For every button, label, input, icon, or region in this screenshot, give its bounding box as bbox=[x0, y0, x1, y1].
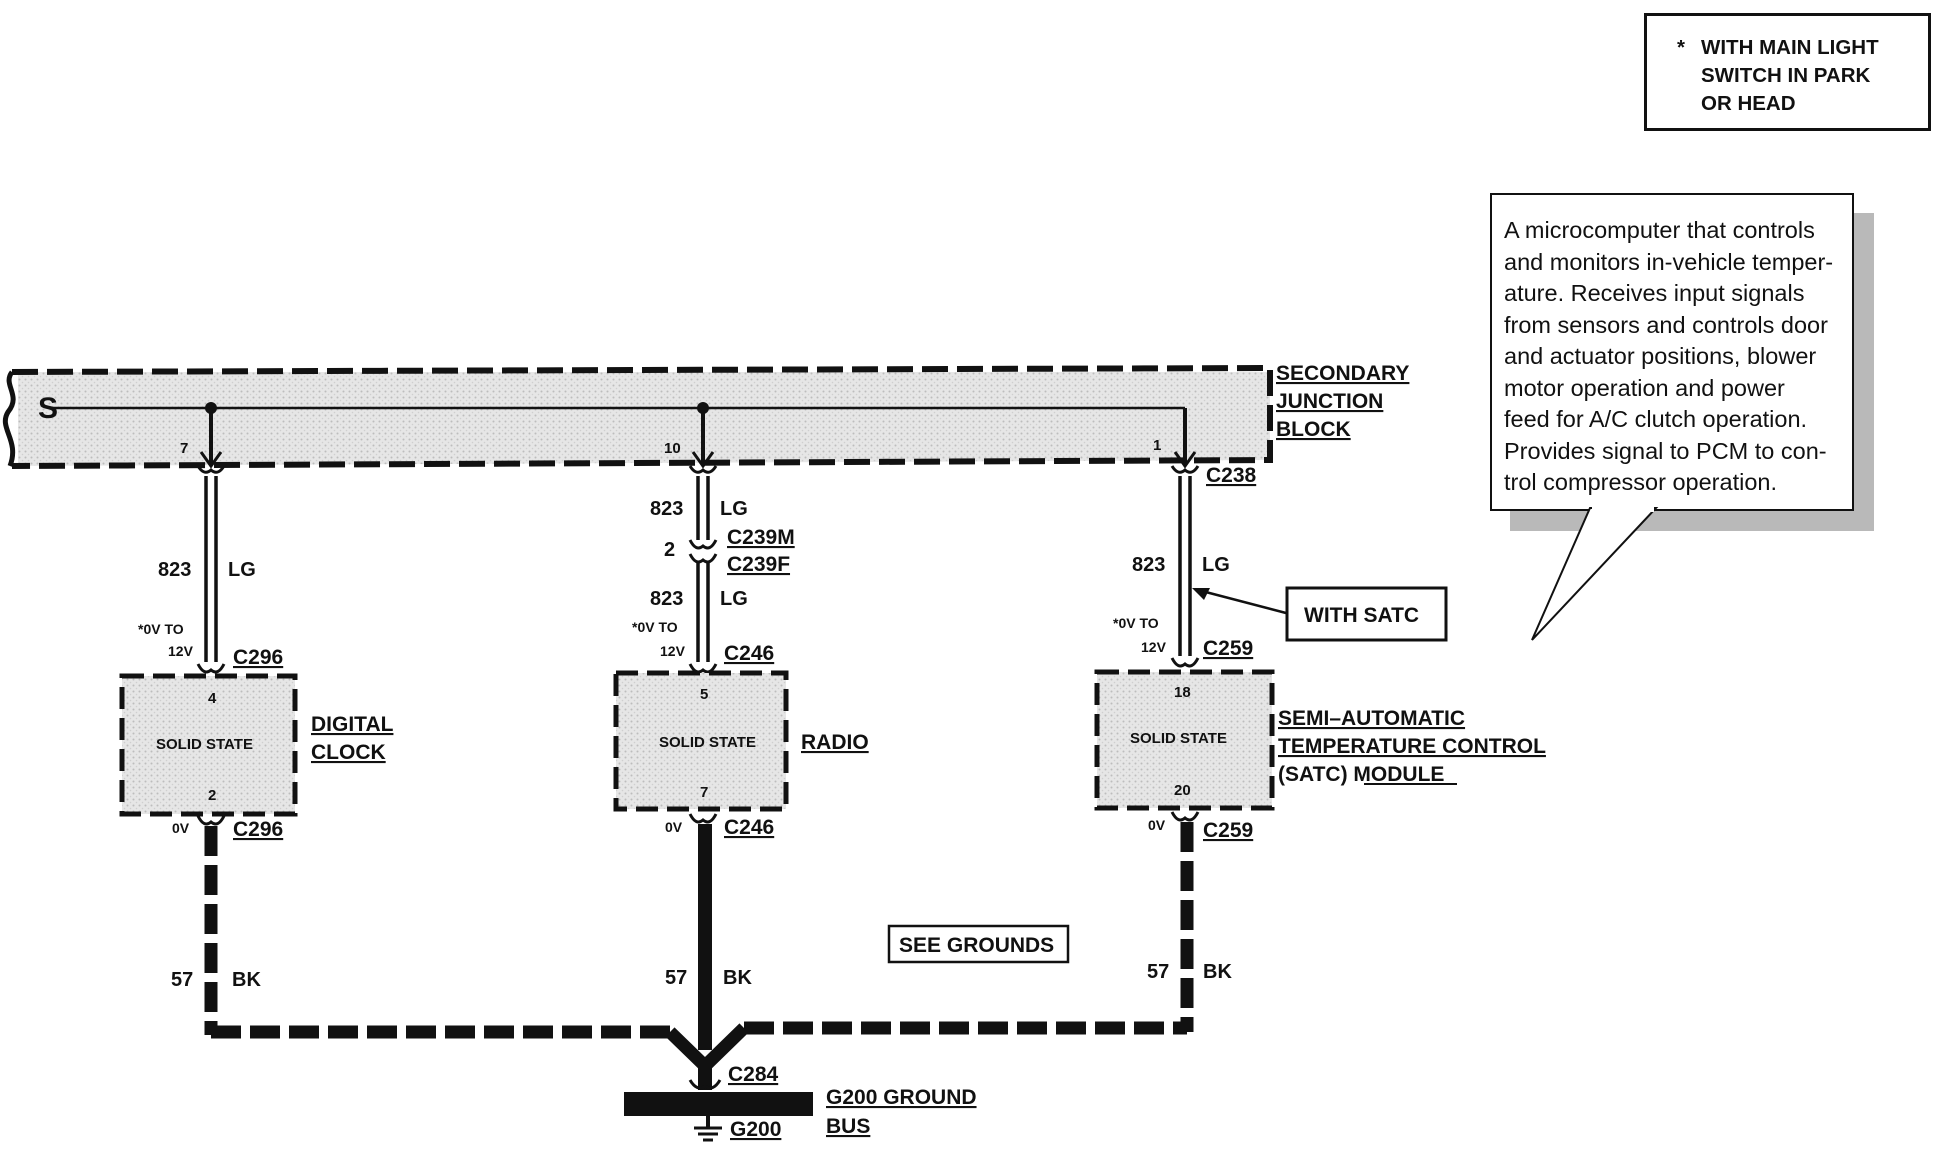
description-line: motor operation and power bbox=[1504, 374, 1785, 401]
radio-voltage-in-1: *0V TO bbox=[632, 619, 678, 635]
radio-inline-connector-f: C239F bbox=[727, 553, 790, 576]
clock-component-label-1: DIGITAL bbox=[311, 713, 394, 736]
radio-module bbox=[613, 670, 789, 812]
secondary-junction-block bbox=[2, 364, 1273, 469]
clock-wire-number: 823 bbox=[158, 559, 191, 581]
description-line: A microcomputer that controls bbox=[1504, 217, 1815, 243]
satc-wire-color: LG bbox=[1202, 554, 1230, 576]
clock-component-label-2: CLOCK bbox=[311, 741, 386, 764]
radio-component-label: RADIO bbox=[801, 731, 869, 754]
see-grounds-tag bbox=[887, 924, 1070, 964]
junction-block-label-3: BLOCK bbox=[1276, 418, 1351, 441]
radio-inline-pin: 2 bbox=[664, 539, 675, 561]
satc-feed-wire bbox=[1170, 476, 1200, 668]
splice-connector-c284: C284 bbox=[728, 1063, 779, 1086]
see-grounds-text: SEE GROUNDS bbox=[899, 934, 1054, 957]
satc-voltage-in-1: *0V TO bbox=[1113, 615, 1159, 631]
satc-ground-merge bbox=[700, 1023, 749, 1071]
radio-pin-in: 5 bbox=[700, 686, 708, 703]
callout-pointer bbox=[1531, 507, 1659, 641]
satc-component-label-1: SEMI–AUTOMATIC bbox=[1278, 707, 1465, 730]
radio-module-text: SOLID STATE bbox=[659, 734, 756, 751]
satc-ground-wire-number: 57 bbox=[1147, 961, 1169, 983]
description-line: trol compressor operation. bbox=[1504, 469, 1777, 495]
jb-pin-clock: 7 bbox=[180, 440, 188, 457]
satc-connector-in: C259 bbox=[1203, 637, 1253, 660]
satc-voltage-out: 0V bbox=[1148, 817, 1166, 833]
satc-module bbox=[1094, 669, 1275, 811]
satc-description-callout: A microcomputer that controls and monito… bbox=[1490, 193, 1854, 511]
description-line: and monitors in-vehicle temper- bbox=[1504, 248, 1834, 275]
ground-bus-label-1: G200 GROUND bbox=[826, 1086, 977, 1109]
satc-pin-in: 18 bbox=[1174, 684, 1191, 701]
radio-ground-wire-color: BK bbox=[723, 967, 752, 989]
description-line: and actuator positions, blower bbox=[1504, 343, 1817, 369]
junction-block-label-2: JUNCTION bbox=[1276, 390, 1383, 413]
satc-ground-wire-color: BK bbox=[1203, 961, 1232, 983]
description-line: ature. Receives input signals bbox=[1504, 280, 1805, 306]
g200-ground-bus bbox=[624, 1092, 813, 1116]
with-satc-tag bbox=[1285, 586, 1448, 642]
radio-ground-wire-number: 57 bbox=[665, 967, 687, 989]
clock-voltage-in-1: *0V TO bbox=[138, 621, 184, 637]
with-satc-tag-text: WITH SATC bbox=[1304, 604, 1419, 627]
junction-block-label-1: SECONDARY bbox=[1276, 362, 1409, 385]
jb-pin-satc: 1 bbox=[1153, 437, 1161, 454]
radio-wire-number: 823 bbox=[650, 498, 683, 520]
satc-pin-out: 20 bbox=[1174, 782, 1191, 799]
clock-wire-color: LG bbox=[228, 559, 256, 581]
radio-voltage-out: 0V bbox=[665, 819, 683, 835]
description-line: Provides signal to PCM to con- bbox=[1504, 437, 1827, 464]
clock-connector-in: C296 bbox=[233, 646, 283, 669]
clock-pin-out: 2 bbox=[208, 787, 216, 804]
radio-feed-wire bbox=[688, 476, 718, 674]
clock-voltage-in-2: 12V bbox=[168, 643, 194, 659]
clock-feed-wire bbox=[196, 476, 226, 674]
clock-ground-wire-number: 57 bbox=[171, 969, 193, 991]
with-satc-arrowhead bbox=[1192, 588, 1210, 600]
radio-wire-number-2: 823 bbox=[650, 588, 683, 610]
description-line: feed for A/C clutch operation. bbox=[1504, 406, 1808, 432]
clock-voltage-out: 0V bbox=[172, 820, 190, 836]
jb-pin-radio: 10 bbox=[664, 440, 681, 457]
radio-connector-out: C246 bbox=[724, 816, 774, 839]
satc-connector-out: C259 bbox=[1203, 819, 1253, 842]
satc-voltage-in-2: 12V bbox=[1141, 639, 1167, 655]
clock-connector-out: C296 bbox=[233, 818, 283, 841]
radio-connector-in: C246 bbox=[724, 642, 774, 665]
clock-module-text: SOLID STATE bbox=[156, 736, 253, 753]
digital-clock-module bbox=[119, 673, 298, 817]
with-satc-arrow-line bbox=[1197, 588, 1287, 615]
satc-wire-number: 823 bbox=[1132, 554, 1165, 576]
clock-ground-wire-color: BK bbox=[232, 969, 261, 991]
fuse-symbol: S bbox=[38, 392, 58, 425]
satc-component-label-2: TEMPERATURE CONTROL bbox=[1278, 735, 1546, 758]
radio-pin-out: 7 bbox=[700, 784, 708, 801]
ground-point-g200: G200 bbox=[730, 1118, 781, 1141]
legend-box: * WITH MAIN LIGHT SWITCH IN PARK OR HEAD bbox=[1644, 13, 1931, 131]
description-line: from sensors and controls door bbox=[1504, 311, 1828, 338]
satc-module-text: SOLID STATE bbox=[1130, 730, 1227, 747]
radio-inline-connector-m: C239M bbox=[727, 526, 795, 549]
clock-pin-in: 4 bbox=[208, 690, 217, 707]
legend-line-2: SWITCH IN PARK bbox=[1701, 64, 1871, 87]
ground-bus-label-2: BUS bbox=[826, 1115, 870, 1138]
legend-asterisk: * bbox=[1677, 36, 1685, 59]
radio-wire-color-2: LG bbox=[720, 588, 748, 610]
legend-line-3: OR HEAD bbox=[1701, 92, 1796, 115]
connector-c238: C238 bbox=[1206, 464, 1257, 487]
radio-wire-color: LG bbox=[720, 498, 748, 520]
clock-ground-merge bbox=[665, 1027, 710, 1071]
satc-component-label-3: (SATC) MODULE bbox=[1278, 763, 1444, 786]
callout-pointer-joint bbox=[1592, 506, 1654, 512]
legend-line-1: WITH MAIN LIGHT bbox=[1701, 36, 1879, 59]
radio-voltage-in-2: 12V bbox=[660, 643, 686, 659]
